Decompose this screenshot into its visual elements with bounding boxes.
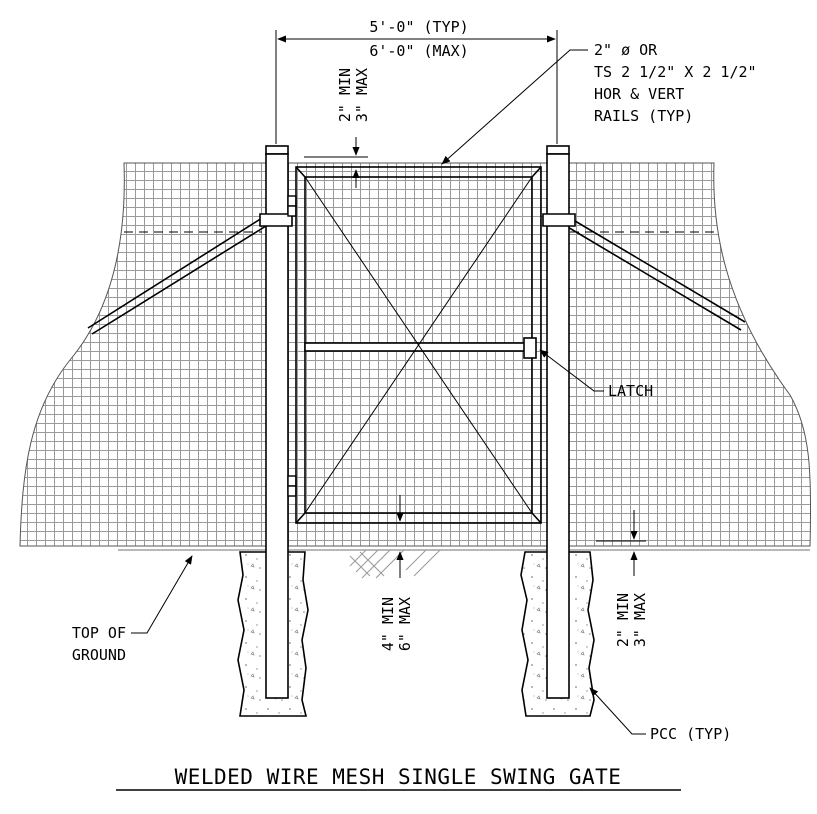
rails-callout-leader (441, 49, 588, 165)
top-gap-min-label: 2" MIN (336, 68, 354, 122)
brace-left (87, 217, 267, 335)
width-dimension (275, 30, 558, 144)
post-left (259, 145, 297, 699)
gate-frame (295, 166, 542, 524)
ground-gap-min-label: 2" MIN (614, 593, 632, 647)
top-gap-dimension (304, 137, 368, 188)
post-right (542, 145, 576, 699)
drawing-title: WELDED WIRE MESH SINGLE SWING GATE (175, 765, 622, 789)
earth-hatching (349, 549, 441, 579)
latch (523, 337, 537, 359)
concrete-callout-label: PCC (TYP) (650, 725, 731, 743)
ground-gap-max-label: 3" MAX (631, 593, 649, 647)
rails-callout-line4: RAILS (TYP) (594, 107, 693, 125)
ground-gap-dimension (596, 510, 646, 576)
width-max-label: 6'-0" (MAX) (369, 42, 468, 60)
top-gap-max-label: 3" MAX (353, 68, 371, 122)
latch-callout-label: LATCH (608, 382, 653, 400)
rails-callout-line1: 2" ø OR (594, 41, 658, 59)
bottom-gap-min-label: 4" MIN (379, 597, 397, 651)
rails-callout-line3: HOR & VERT (594, 85, 684, 103)
width-typ-label: 5'-0" (TYP) (369, 18, 468, 36)
latch-callout-leader (539, 349, 604, 392)
rails-callout-line2: TS 2 1/2" X 2 1/2" (594, 63, 757, 81)
ground-callout-leader (131, 555, 193, 634)
ground-callout-line1: TOP OF (72, 624, 126, 642)
ground-callout-line2: GROUND (72, 646, 126, 664)
bottom-gap-max-label: 6" MAX (396, 597, 414, 651)
brace-right (565, 217, 746, 331)
concrete-callout-leader (589, 687, 646, 735)
